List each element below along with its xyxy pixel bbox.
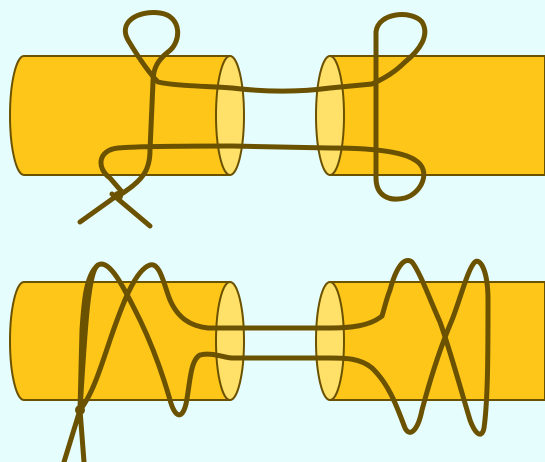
bottom-left-cylinder-body xyxy=(10,282,230,400)
top-left-cylinder xyxy=(10,56,244,175)
bottom-right-cylinder-end xyxy=(316,282,344,400)
bottom-knot xyxy=(75,405,85,415)
top-left-cylinder-end xyxy=(216,56,244,175)
bottom-left-cylinder-end xyxy=(216,282,244,400)
top-left-cylinder-body xyxy=(10,56,230,175)
top-knot xyxy=(113,191,123,201)
bottom-right-cylinder-body xyxy=(330,282,545,400)
top-right-cylinder xyxy=(316,56,545,175)
top-right-cylinder-body xyxy=(330,56,545,175)
top-right-cylinder-end xyxy=(316,56,344,175)
